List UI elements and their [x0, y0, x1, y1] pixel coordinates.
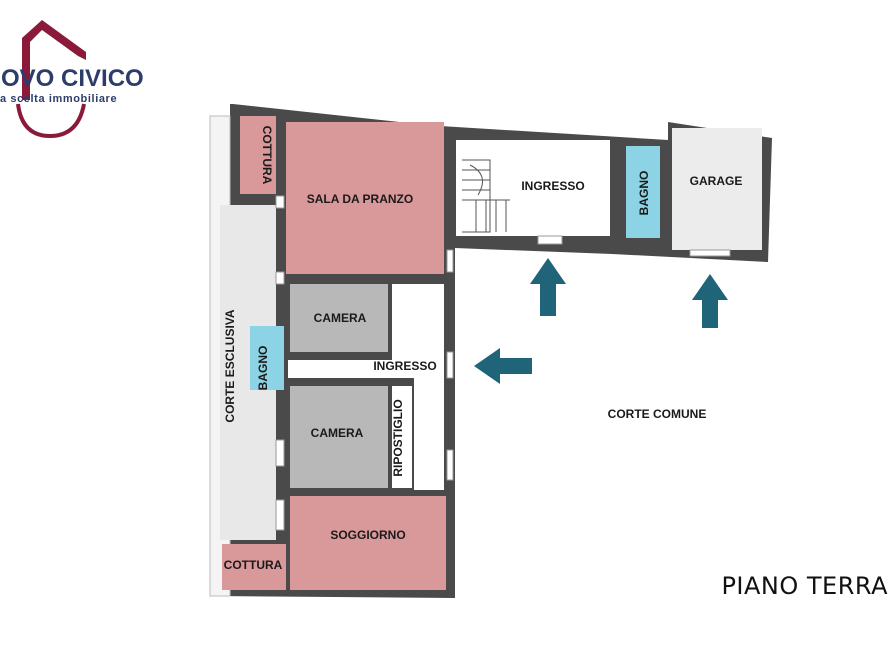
room-cottura-top — [240, 116, 276, 194]
logo-house-icon — [22, 20, 86, 100]
label-corte-comune: CORTE COMUNE — [608, 407, 707, 421]
label-cottura-top: COTTURA — [260, 126, 274, 185]
room-camera-1 — [290, 284, 388, 352]
floor-label: PIANO TERRA — [721, 572, 888, 600]
logo-title: OVO CIVICO — [1, 65, 144, 92]
label-ripostiglio: RIPOSTIGLIO — [391, 399, 405, 476]
label-garage: GARAGE — [690, 174, 743, 188]
agency-logo: OVO CIVICO a scelta immobiliare — [0, 20, 144, 139]
label-soggiorno: SOGGIORNO — [330, 528, 405, 542]
staircase — [462, 159, 510, 233]
room-soggiorno — [290, 496, 446, 590]
label-camera-2: CAMERA — [311, 426, 364, 440]
label-cottura-bottom: COTTURA — [224, 558, 283, 572]
label-ingresso-mid: INGRESSO — [373, 359, 436, 373]
room-ingresso-mid — [288, 360, 444, 378]
label-bagno-top: BAGNO — [637, 171, 651, 216]
arrow-up-icon — [530, 258, 566, 316]
room-garage — [672, 128, 762, 250]
room-ripostiglio — [392, 386, 412, 488]
room-bagno-top — [626, 146, 660, 238]
arrow-left-icon — [474, 348, 532, 384]
room-cottura-bottom — [222, 544, 286, 590]
label-sala-da-pranzo: SALA DA PRANZO — [307, 192, 413, 206]
label-corte-esclusiva: CORTE ESCLUSIVA — [223, 309, 237, 422]
label-bagno-left: BAGNO — [256, 346, 270, 391]
room-camera-2 — [290, 386, 388, 488]
label-camera-1: CAMERA — [314, 311, 367, 325]
room-bagno-left — [250, 326, 284, 390]
logo-subtitle: a scelta immobiliare — [0, 93, 117, 105]
entry-arrows — [474, 258, 728, 384]
logo-arc-icon — [16, 103, 86, 139]
room-sala-da-pranzo — [286, 122, 444, 274]
arrow-up-icon — [692, 274, 728, 328]
label-ingresso-top: INGRESSO — [521, 179, 584, 193]
